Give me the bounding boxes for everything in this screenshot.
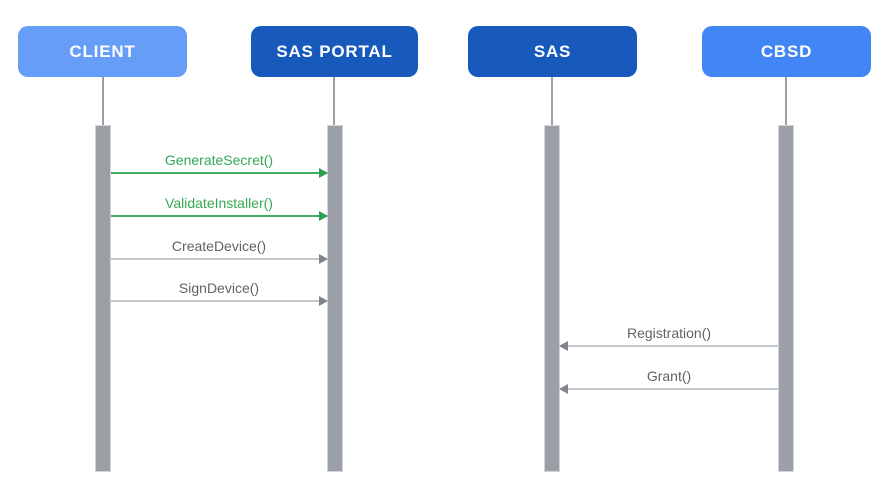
message-validate-installer: ValidateInstaller() [111, 194, 328, 221]
message-line [559, 341, 778, 351]
actor-label-cbsd: CBSD [760, 41, 813, 61]
arrow-right-icon [319, 211, 328, 221]
activation-bar-client [95, 125, 111, 472]
message-line [111, 296, 328, 306]
message-label: ValidateInstaller() [165, 195, 273, 211]
actor-box-sas: SAS [468, 26, 637, 77]
message-line [559, 384, 778, 394]
message-grant: Grant() [559, 367, 778, 394]
activation-bar-cbsd [778, 125, 794, 472]
arrow-right-icon [319, 254, 328, 264]
activation-bar-sas [544, 125, 560, 472]
message-line [111, 168, 328, 178]
message-registration: Registration() [559, 324, 778, 351]
message-label: SignDevice() [178, 280, 260, 296]
lifeline-sas [551, 77, 553, 125]
actor-box-cbsd: CBSD [702, 26, 871, 77]
arrow-right-icon [319, 296, 328, 306]
actor-box-sas-portal: SAS PORTAL [251, 26, 418, 77]
lifeline-sas-portal [333, 77, 335, 125]
message-label: Registration() [626, 325, 712, 341]
message-create-device: CreateDevice() [111, 237, 328, 264]
message-line [111, 211, 328, 221]
activation-bar-sas-portal [327, 125, 343, 472]
message-label: Grant() [646, 368, 692, 384]
actor-label-sas-portal: SAS PORTAL [276, 41, 393, 61]
lifeline-cbsd [785, 77, 787, 125]
actor-box-client: CLIENT [18, 26, 187, 77]
message-sign-device: SignDevice() [111, 279, 328, 306]
arrow-right-icon [319, 168, 328, 178]
arrow-left-icon [559, 384, 568, 394]
message-label: GenerateSecret() [164, 152, 274, 168]
message-generate-secret: GenerateSecret() [111, 151, 328, 178]
actor-label-sas: SAS [533, 41, 572, 61]
lifeline-client [102, 77, 104, 125]
actor-label-client: CLIENT [69, 41, 136, 61]
message-label: CreateDevice() [171, 238, 267, 254]
message-line [111, 254, 328, 264]
arrow-left-icon [559, 341, 568, 351]
